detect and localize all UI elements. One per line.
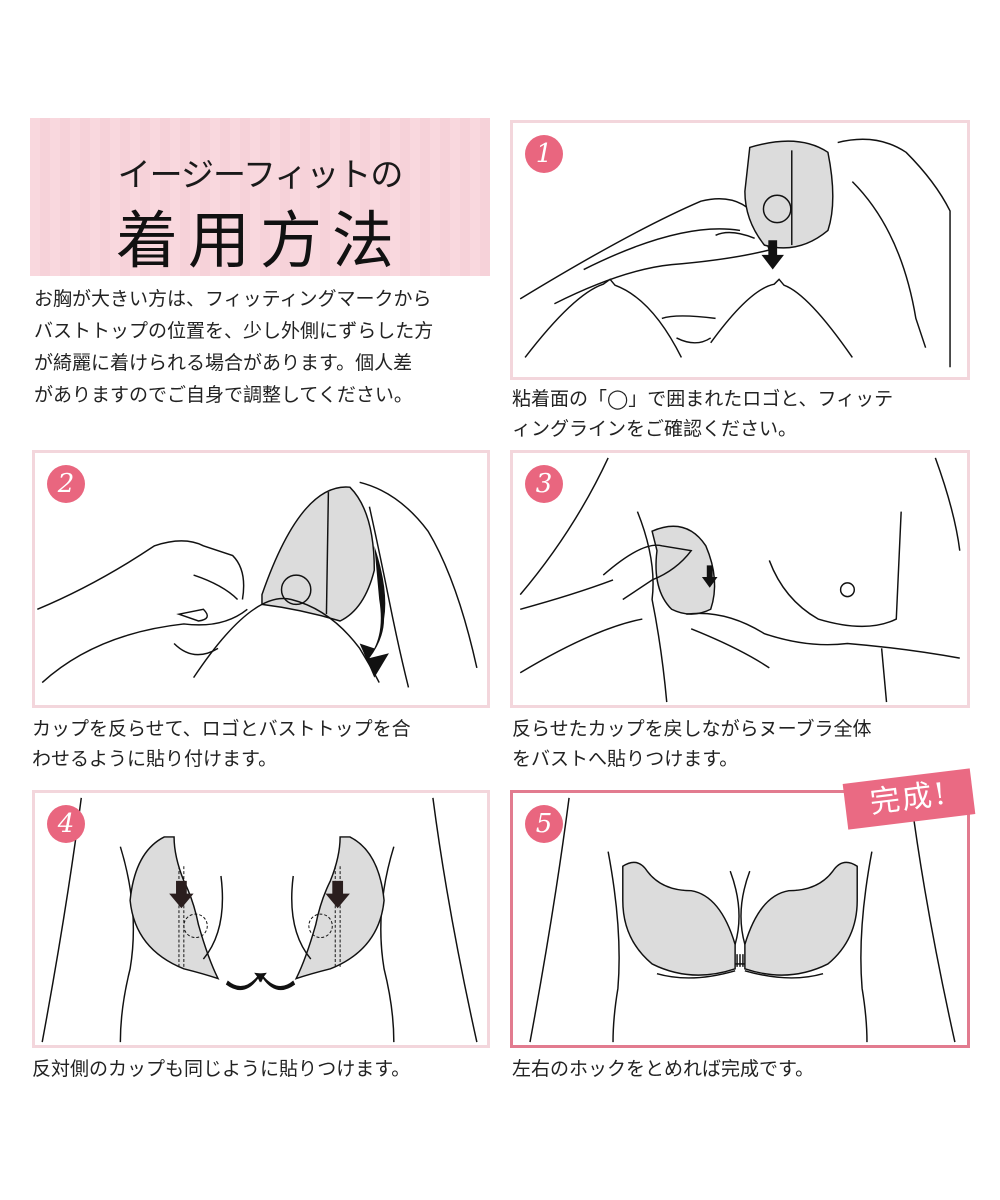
step-3-caption: 反らせたカップを戻しながらヌーブラ全体 をバストへ貼りつけます。 bbox=[512, 714, 871, 774]
step-number-badge: 4 bbox=[47, 805, 85, 843]
step-4-caption: 反対側のカップも同じように貼りつけます。 bbox=[32, 1054, 410, 1084]
page-title: 着用方法 bbox=[115, 204, 404, 277]
caption-line: 反らせたカップを戻しながらヌーブラ全体 bbox=[512, 718, 872, 740]
caption-line: ィングラインをご確認ください。 bbox=[512, 418, 798, 440]
title-banner: イージーフィットの 着用方法 bbox=[30, 118, 490, 277]
caption-line: カップを反らせて、ロゴとバストトップを合 bbox=[32, 718, 411, 740]
step-number-badge: 2 bbox=[47, 465, 85, 503]
caption-line: わせるように貼り付けます。 bbox=[32, 748, 278, 770]
title-subtitle: イージーフィットの bbox=[117, 155, 404, 194]
step-1-panel: 1 bbox=[510, 120, 970, 380]
step-2-illustration bbox=[37, 481, 478, 688]
step-2-caption: カップを反らせて、ロゴとバストトップを合 わせるように貼り付けます。 bbox=[32, 714, 411, 774]
step-3-illustration bbox=[519, 457, 961, 703]
step-2-panel: 2 bbox=[32, 450, 490, 708]
step-number-badge: 1 bbox=[525, 135, 563, 173]
step-5-panel: 5 bbox=[510, 790, 970, 1048]
step-number-badge: 3 bbox=[525, 465, 563, 503]
caption-line: 左右のホックをとめれば完成です。 bbox=[512, 1058, 815, 1080]
step-1-caption: 粘着面の「◯」で囲まれたロゴと、フィッテ ィングラインをご確認ください。 bbox=[512, 384, 893, 444]
step-5-illustration bbox=[529, 797, 956, 1043]
caption-line: 粘着面の「◯」で囲まれたロゴと、フィッテ bbox=[512, 388, 894, 410]
step-4-panel: 4 bbox=[32, 790, 490, 1048]
step-number-badge: 5 bbox=[525, 805, 563, 843]
intro-line: バストトップの位置を、少し外側にずらした方 bbox=[34, 320, 434, 342]
step-3-panel: 3 bbox=[510, 450, 970, 708]
caption-line: 反対側のカップも同じように貼りつけます。 bbox=[32, 1058, 411, 1080]
intro-note: お胸が大きい方は、フィッティングマークから バストトップの位置を、少し外側にずら… bbox=[34, 283, 504, 411]
intro-line: お胸が大きい方は、フィッティングマークから bbox=[34, 288, 432, 310]
step-5-caption: 左右のホックをとめれば完成です。 bbox=[512, 1054, 814, 1084]
intro-line: がありますのでご自身で調整してください。 bbox=[34, 384, 413, 406]
caption-line: をバストへ貼りつけます。 bbox=[512, 748, 739, 770]
intro-line: が綺麗に着けられる場合があります。個人差 bbox=[34, 352, 413, 374]
step-1-illustration bbox=[519, 138, 951, 368]
step-4-illustration bbox=[41, 797, 478, 1043]
